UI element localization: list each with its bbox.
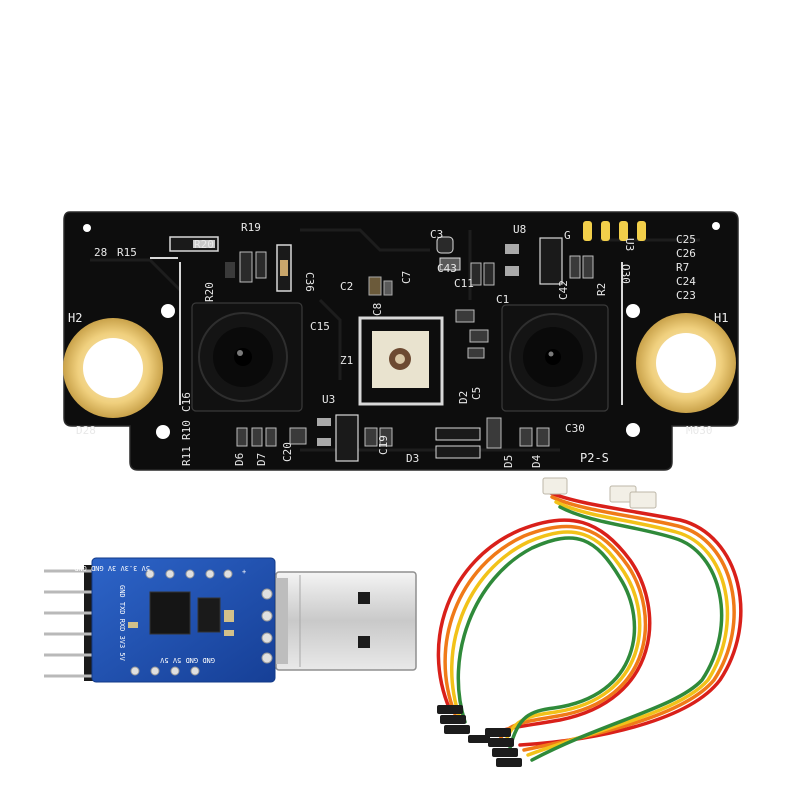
label-u3r: U3 — [623, 238, 636, 251]
label-r11: R11 — [180, 446, 193, 466]
label-r19: R19 — [241, 221, 261, 234]
ir-led — [358, 316, 444, 406]
label-c8: C8 — [371, 303, 384, 316]
label-c2: C2 — [340, 280, 353, 293]
label-c19: C19 — [377, 435, 390, 455]
label-r20: R20 — [203, 282, 216, 302]
label-d6: D6 — [233, 453, 246, 466]
label-h1: H1 — [714, 311, 728, 325]
usb-plus-label: + — [242, 568, 246, 576]
label-c7: C7 — [400, 271, 413, 284]
label-c3: C3 — [430, 228, 443, 241]
label-g: G — [564, 229, 571, 242]
camera-lens-left — [191, 302, 303, 412]
usb-bottom-pin-labels: GND GND 5V 5V — [159, 656, 215, 664]
mounting-hole-left — [63, 318, 163, 418]
label-u3: U3 — [322, 393, 335, 406]
label-r20b: R20 — [194, 238, 214, 251]
mounting-hole-right — [636, 313, 736, 413]
label-r2: R2 — [595, 283, 608, 296]
label-p2s: P2-S — [580, 451, 609, 465]
label-d5: D5 — [502, 455, 515, 468]
usb-ttl-adapter: 5V 3.3V 3V GND GND GND TXD RXD 3V3 5V GN… — [44, 557, 417, 683]
contact-pads — [583, 221, 646, 241]
label-m030: M030 — [686, 424, 713, 437]
label-d4: D4 — [530, 454, 543, 468]
label-z1: Z1 — [340, 354, 353, 367]
label-d28: D28 — [76, 424, 96, 437]
label-c30: C30 — [565, 422, 585, 435]
label-c36: C36 — [303, 272, 316, 292]
label-h2: H2 — [68, 311, 82, 325]
label-c11: C11 — [454, 277, 474, 290]
label-c16: C16 — [180, 392, 193, 412]
via-holes — [83, 222, 720, 439]
label-d3: D3 — [406, 452, 419, 465]
label-c24: C24 — [676, 275, 696, 288]
label-c20: C20 — [281, 442, 294, 462]
camera-lens-right — [501, 304, 609, 412]
label-c5: C5 — [470, 387, 483, 400]
label-r15: R15 — [117, 246, 137, 259]
label-r7: R7 — [676, 261, 689, 274]
label-d2: D2 — [457, 391, 470, 404]
silkscreen-labels: H2 H1 D28 M030 28 R15 R19 R20 C36 R20 C1… — [68, 221, 728, 468]
label-c42: C42 — [557, 280, 570, 300]
label-c1: C1 — [496, 293, 509, 306]
label-o30: O30 — [619, 264, 632, 284]
label-c26: C26 — [676, 247, 696, 260]
usb-left-pin-labels: GND TXD RXD 3V3 5V — [118, 585, 126, 662]
jumper-cable — [436, 477, 743, 767]
label-c25: C25 — [676, 233, 696, 246]
label-r10: R10 — [180, 420, 193, 440]
usb-a-plug — [275, 571, 417, 671]
label-c43: C43 — [437, 262, 457, 275]
label-28: 28 — [94, 246, 107, 259]
label-c23: C23 — [676, 289, 696, 302]
camera-module-board: H2 H1 D28 M030 28 R15 R19 R20 C36 R20 C1… — [63, 211, 739, 471]
silkscreen-lines — [150, 257, 623, 405]
label-u8: U8 — [513, 223, 526, 236]
label-c15: C15 — [310, 320, 330, 333]
usb-top-pin-labels: 5V 3.3V 3V GND GND — [74, 564, 150, 572]
smd-components — [169, 236, 594, 462]
label-d7: D7 — [255, 453, 268, 466]
